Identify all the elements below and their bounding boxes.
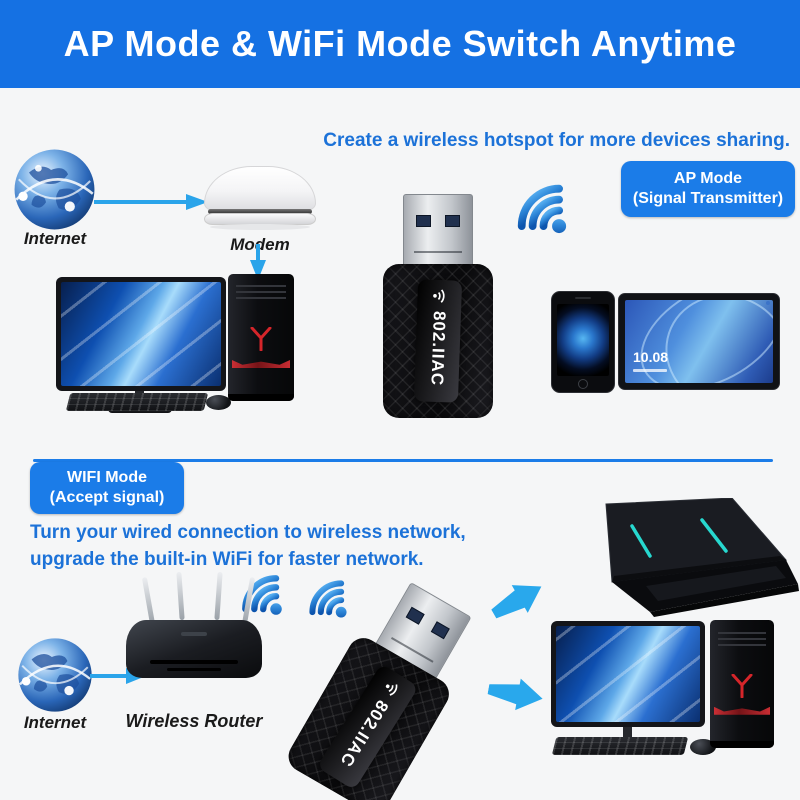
tower-red-chevron — [231, 359, 291, 368]
section-divider — [33, 459, 773, 462]
usb-plug-line — [414, 251, 462, 253]
wifi-mode-badge: WIFI Mode (Accept signal) — [30, 462, 184, 514]
modem — [204, 166, 316, 230]
modem-base2 — [210, 224, 310, 230]
usb-wifi-adapter: 802.IIAC — [383, 194, 493, 418]
wireless-router-label: Wireless Router — [125, 711, 263, 731]
arrow-right-icon — [487, 678, 543, 711]
arrow-right-icon — [94, 194, 208, 210]
wifi-section-heading: Turn your wired connection to wireless n… — [30, 519, 466, 573]
tablet-date-line — [633, 369, 667, 372]
tablet: 10.08 — [618, 293, 780, 390]
wifi-heading-line2: upgrade the built-in WiFi for faster net… — [30, 549, 424, 570]
router-slot — [150, 660, 238, 664]
wifi-signal-icon — [242, 575, 282, 615]
ap-mode-line1: AP Mode — [673, 170, 743, 187]
usb-plug — [403, 194, 473, 268]
tablet-clock: 10.08 — [633, 349, 669, 365]
tower-foot — [228, 394, 294, 401]
wifi-logo-icon — [385, 684, 398, 696]
wifi-mode-line1: WIFI Mode — [67, 469, 147, 486]
wifi-mode-line2: (Accept signal) — [49, 489, 165, 506]
usb-wifi-adapter: 802.IIAC — [282, 572, 490, 800]
tower-red-chevron — [713, 706, 771, 715]
keyboard — [65, 393, 209, 411]
desktop-monitor — [551, 621, 705, 727]
wifi-heading-line1: Turn your wired connection to wireless n… — [30, 522, 466, 543]
adapter-model-label: 802.IIAC — [427, 310, 450, 387]
tower-vents — [717, 631, 767, 646]
internet-label: Internet — [23, 229, 87, 248]
usb-contact — [445, 215, 460, 227]
mouse — [690, 739, 716, 755]
modem-dome — [204, 166, 316, 212]
usb-contact — [430, 621, 450, 640]
ap-mode-badge: AP Mode (Signal Transmitter) — [621, 161, 795, 217]
adapter-body: 802.IIAC — [383, 264, 493, 418]
modem-line — [208, 209, 312, 214]
phone-screen — [557, 304, 609, 376]
arrow-down-icon — [250, 244, 266, 280]
ap-mode-line2: (Signal Transmitter) — [632, 190, 784, 207]
arrow-right-icon — [491, 585, 542, 619]
laptop — [605, 498, 799, 617]
adapter-body: 802.IIAC — [282, 632, 455, 800]
internet-globe-icon — [18, 638, 92, 712]
wifi-signal-icon — [309, 580, 347, 618]
mouse — [206, 395, 231, 410]
adapter-label-plate: 802.IIAC — [316, 663, 419, 791]
adapter-label-plate: 802.IIAC — [413, 279, 463, 403]
monitor-stand — [623, 727, 632, 741]
tablet-screen: 10.08 — [625, 300, 773, 383]
internet-globe-icon — [14, 149, 95, 230]
keyboard — [551, 737, 689, 755]
wifi-signal-icon — [517, 184, 567, 234]
wireless-router — [126, 620, 262, 678]
pc-tower — [710, 620, 774, 748]
phone-home-button — [578, 379, 588, 389]
router-antenna — [176, 571, 185, 621]
pc-tower — [228, 274, 294, 401]
wifi-logo-icon — [433, 289, 445, 303]
desktop-monitor — [56, 277, 226, 391]
ap-section-heading: Create a wireless hotspot for more devic… — [323, 130, 790, 151]
smartphone — [551, 291, 615, 393]
router-slot — [166, 668, 222, 671]
router-logo — [181, 632, 207, 636]
internet-label: Internet — [23, 713, 87, 732]
phone-speaker — [575, 297, 591, 299]
tower-vents — [235, 285, 287, 300]
banner-title: AP Mode & WiFi Mode Switch Anytime — [63, 23, 737, 64]
usb-contact — [416, 215, 431, 227]
router-antenna — [141, 576, 156, 626]
lenovo-y-logo-icon — [731, 673, 753, 698]
banner: AP Mode & WiFi Mode Switch Anytime — [0, 0, 800, 88]
tablet-camera — [766, 301, 770, 305]
adapter-model-label: 802.IIAC — [336, 696, 393, 771]
router-antenna — [214, 571, 223, 621]
tower-foot — [710, 741, 774, 748]
monitor-screen — [61, 282, 221, 386]
lenovo-y-logo-icon — [250, 327, 272, 352]
monitor-screen — [556, 626, 700, 722]
usb-contact — [405, 606, 425, 625]
